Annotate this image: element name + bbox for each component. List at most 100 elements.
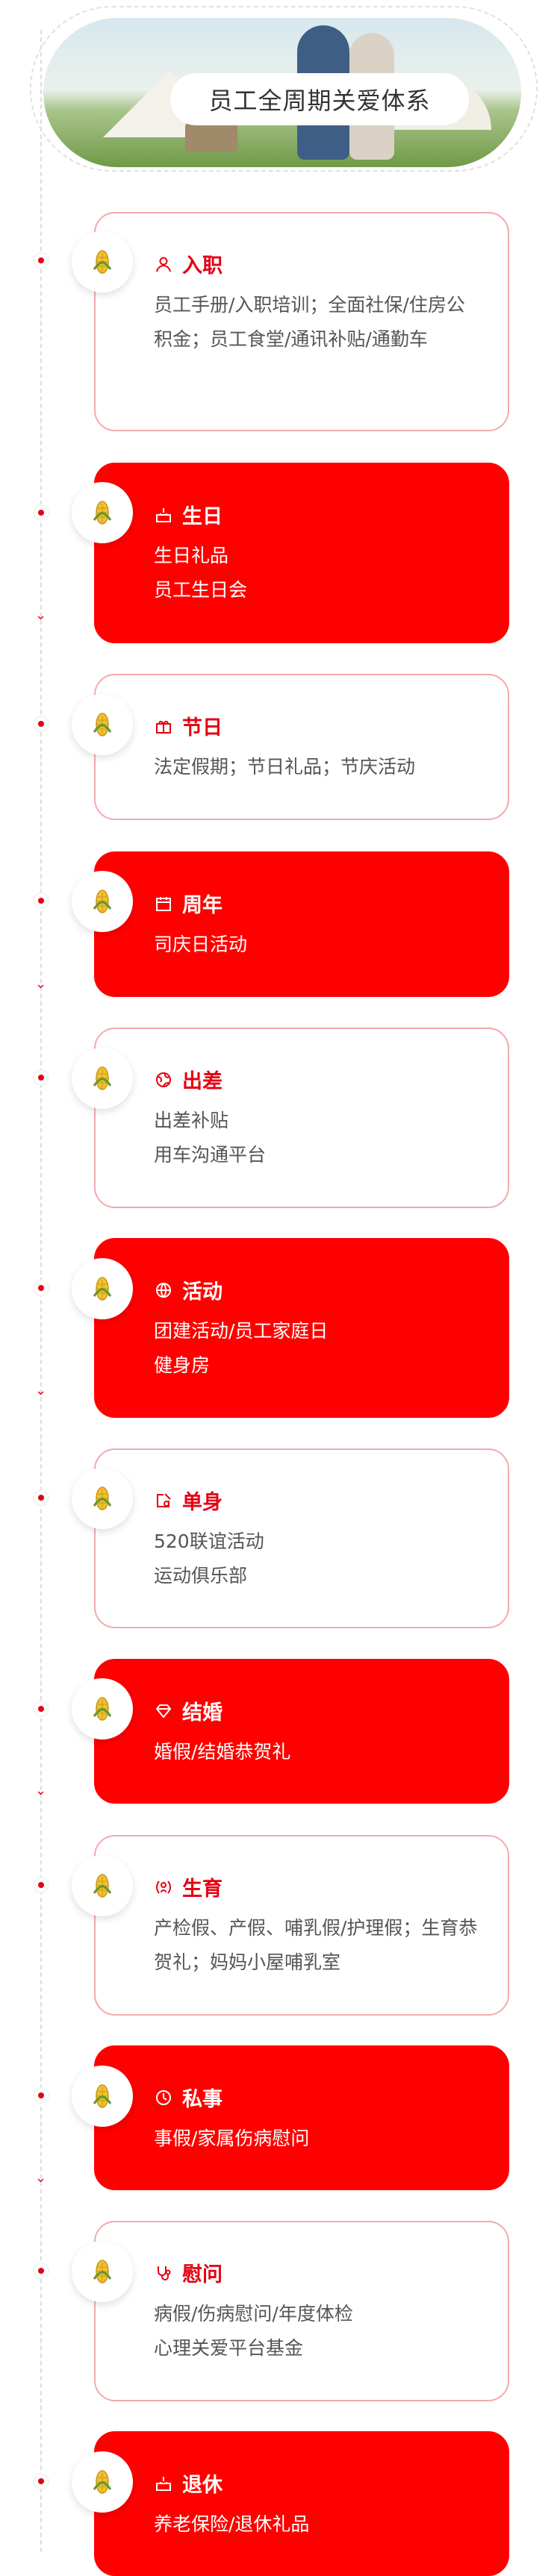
card-title: 周年 [182, 894, 223, 917]
hero-banner: 员工全周期关爱体系 [43, 18, 521, 167]
chevron-down-icon: ⌄ [35, 1383, 47, 1398]
card-childbirth: 生育 产检假、产假、哺乳假/护理假；生育恭贺礼；妈妈小屋哺乳室 [94, 1835, 509, 2016]
card-personal-affairs: 私事 事假/家属伤病慰问 [94, 2045, 509, 2190]
timeline-dot [34, 2475, 48, 2488]
timeline-dot [34, 254, 48, 267]
corn-badge [72, 2241, 133, 2302]
card-marriage: 结婚 婚假/结婚恭贺礼 [94, 1659, 509, 1804]
timeline-dot [34, 1878, 48, 1892]
chevron-down-icon: ⌄ [35, 607, 47, 623]
corn-badge [72, 1258, 133, 1319]
card-header: 慰问 [154, 2258, 223, 2287]
globe-icon [154, 1070, 173, 1090]
hero-title: 员工全周期关爱体系 [170, 73, 469, 125]
corn-icon [93, 2084, 112, 2108]
corn-icon [93, 890, 112, 913]
calendar-icon [154, 894, 173, 913]
card-title: 出差 [182, 1070, 223, 1093]
ball-icon [154, 1281, 173, 1300]
gift-icon [154, 716, 173, 736]
card-desc: 养老保险/退休礼品 [154, 2513, 310, 2535]
timeline-dot [34, 1281, 48, 1295]
card-title: 私事 [182, 2088, 223, 2111]
corn-icon [93, 713, 112, 737]
baby-icon [154, 1878, 173, 1897]
card-title: 生日 [182, 505, 223, 528]
cake-icon [154, 2474, 173, 2493]
corn-badge [72, 1048, 133, 1109]
card-anniversary: 周年 司庆日活动 [94, 851, 509, 997]
card-title: 入职 [182, 254, 223, 278]
card-business-trip: 出差 出差补贴 用车沟通平台 [94, 1028, 509, 1208]
timeline-dot [34, 717, 48, 731]
card-activities: 活动 团建活动/员工家庭日 健身房 [94, 1238, 509, 1418]
card-desc: 病假/伤病慰问/年度体检 心理关爱平台基金 [154, 2303, 353, 2359]
card-birthday: 生日 生日礼品 员工生日会 [94, 463, 509, 643]
card-condolence: 慰问 病假/伤病慰问/年度体检 心理关爱平台基金 [94, 2221, 509, 2401]
chevron-down-icon: ⌄ [35, 1783, 47, 1798]
card-header: 入职 [154, 249, 223, 278]
stethoscope-icon [154, 2263, 173, 2283]
corn-icon [93, 1277, 112, 1301]
corn-icon [93, 501, 112, 525]
camping-chair [185, 122, 237, 152]
card-header: 退休 [154, 2469, 223, 2498]
corn-icon [93, 1697, 112, 1721]
card-desc: 团建活动/员工家庭日 健身房 [154, 1320, 329, 1376]
card-retirement: 退休 养老保险/退休礼品 [94, 2431, 509, 2576]
corn-badge [72, 2066, 133, 2127]
card-header: 节日 [154, 711, 223, 740]
card-desc: 生日礼品 员工生日会 [154, 545, 248, 601]
card-onboarding: 入职 员工手册/入职培训；全面社保/住房公积金；员工食堂/通讯补贴/通勤车 [94, 212, 509, 431]
card-festival: 节日 法定假期；节日礼品；节庆活动 [94, 674, 509, 820]
corn-badge [72, 871, 133, 932]
timeline-dot [34, 1071, 48, 1084]
corn-badge [72, 1855, 133, 1916]
card-title: 活动 [182, 1281, 223, 1304]
hero-dashed-frame [30, 6, 538, 172]
card-desc: 婚假/结婚恭贺礼 [154, 1741, 291, 1763]
card-title: 生育 [182, 1878, 223, 1901]
edit-icon [154, 1491, 173, 1510]
timeline-dot [34, 894, 48, 907]
corn-icon [93, 250, 112, 274]
card-header: 单身 [154, 1486, 223, 1515]
card-desc: 出差补贴 用车沟通平台 [154, 1110, 267, 1166]
card-header: 生日 [154, 500, 223, 529]
card-header: 结婚 [154, 1696, 223, 1725]
card-desc: 司庆日活动 [154, 934, 248, 955]
card-title: 退休 [182, 2474, 223, 2497]
timeline-dot [34, 2264, 48, 2278]
card-title: 慰问 [182, 2263, 223, 2286]
card-desc: 法定假期；节日礼品；节庆活动 [154, 756, 416, 778]
clock-icon [154, 2088, 173, 2107]
person-icon [154, 254, 173, 274]
card-header: 生育 [154, 1872, 223, 1901]
chevron-down-icon: ⌄ [35, 976, 47, 992]
corn-icon [93, 2470, 112, 2494]
timeline-dot [34, 2089, 48, 2102]
card-header: 私事 [154, 2083, 223, 2112]
corn-icon [93, 1486, 112, 1510]
card-title: 单身 [182, 1491, 223, 1514]
card-title: 节日 [182, 716, 223, 740]
cake-icon [154, 505, 173, 525]
card-desc: 事假/家属伤病慰问 [154, 2128, 310, 2149]
corn-icon [93, 1874, 112, 1898]
card-desc: 员工手册/入职培训；全面社保/住房公积金；员工食堂/通讯补贴/通勤车 [154, 294, 465, 350]
chevron-down-icon: ⌄ [35, 2170, 47, 2186]
corn-badge [72, 1468, 133, 1529]
card-header: 周年 [154, 889, 223, 918]
corn-icon [93, 1066, 112, 1090]
card-desc: 产检假、产假、哺乳假/护理假；生育恭贺礼；妈妈小屋哺乳室 [154, 1917, 478, 1973]
corn-badge [72, 694, 133, 755]
timeline-dot [34, 506, 48, 519]
corn-icon [93, 2260, 112, 2283]
corn-badge [72, 482, 133, 543]
corn-badge [72, 231, 133, 293]
diamond-icon [154, 1701, 173, 1721]
corn-badge [72, 1678, 133, 1739]
corn-badge [72, 2451, 133, 2513]
card-header: 出差 [154, 1065, 223, 1094]
timeline-dot [34, 1491, 48, 1504]
